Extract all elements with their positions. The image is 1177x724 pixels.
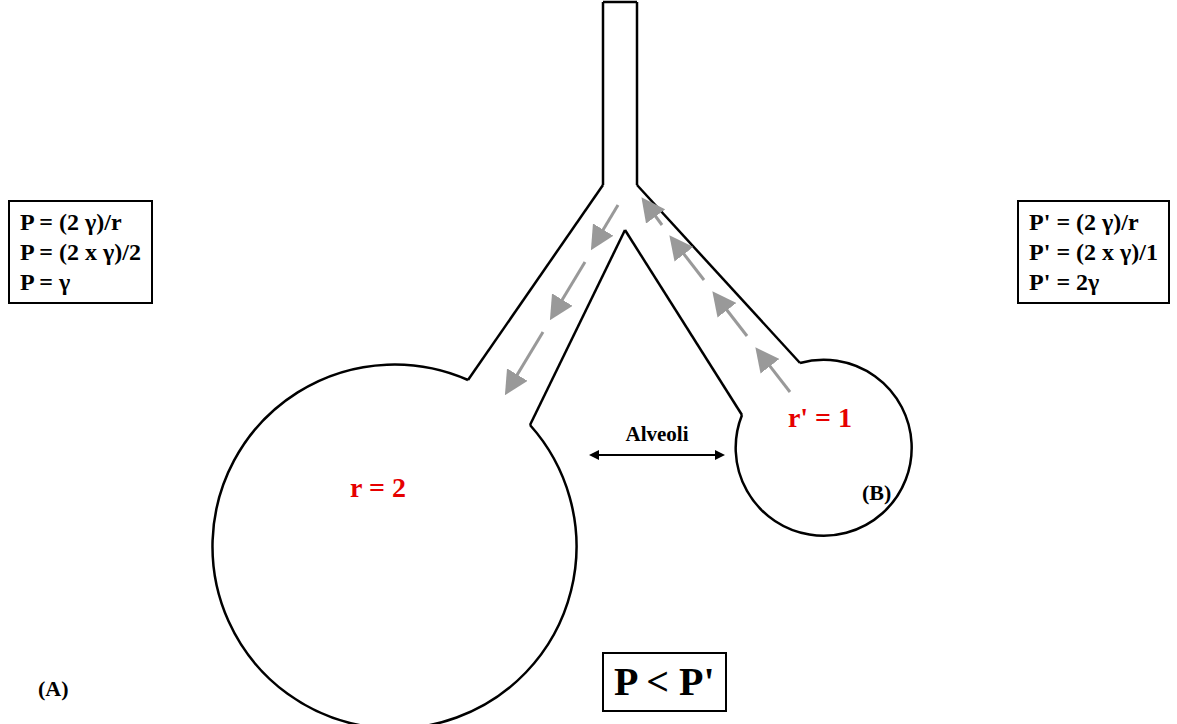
circle-outline: [735, 360, 911, 536]
airway-walls: [468, 2, 800, 425]
comparison-text: P < P': [614, 659, 715, 705]
alveolus-circle: r' = 1: [735, 360, 911, 536]
airflow-arrows: [508, 202, 790, 392]
formula-line: P' = (2 γ)/r: [1029, 207, 1158, 237]
edge-label: Alveoli: [624, 422, 691, 447]
part-label: (B): [862, 480, 891, 506]
part-label: (A): [38, 676, 69, 702]
formula-box: P' = (2 γ)/rP' = (2 x γ)/1P' = 2γ: [1017, 200, 1170, 304]
formula-line: P' = (2 x γ)/1: [1029, 237, 1158, 267]
circle-outline: [213, 366, 577, 724]
alveolus-circle: r = 2: [213, 366, 577, 724]
formula-line: P' = 2γ: [1029, 267, 1158, 297]
radius-label: r' = 1: [788, 402, 852, 434]
double-arrow: [591, 454, 723, 456]
formula-box: P = (2 γ)/rP = (2 x γ)/2P = γ: [8, 200, 153, 304]
formula-line: P = (2 x γ)/2: [20, 237, 141, 267]
formula-line: P = γ: [20, 267, 141, 297]
radius-label: r = 2: [350, 472, 406, 504]
comparison-box: P < P': [602, 652, 727, 712]
formula-line: P = (2 γ)/r: [20, 207, 141, 237]
